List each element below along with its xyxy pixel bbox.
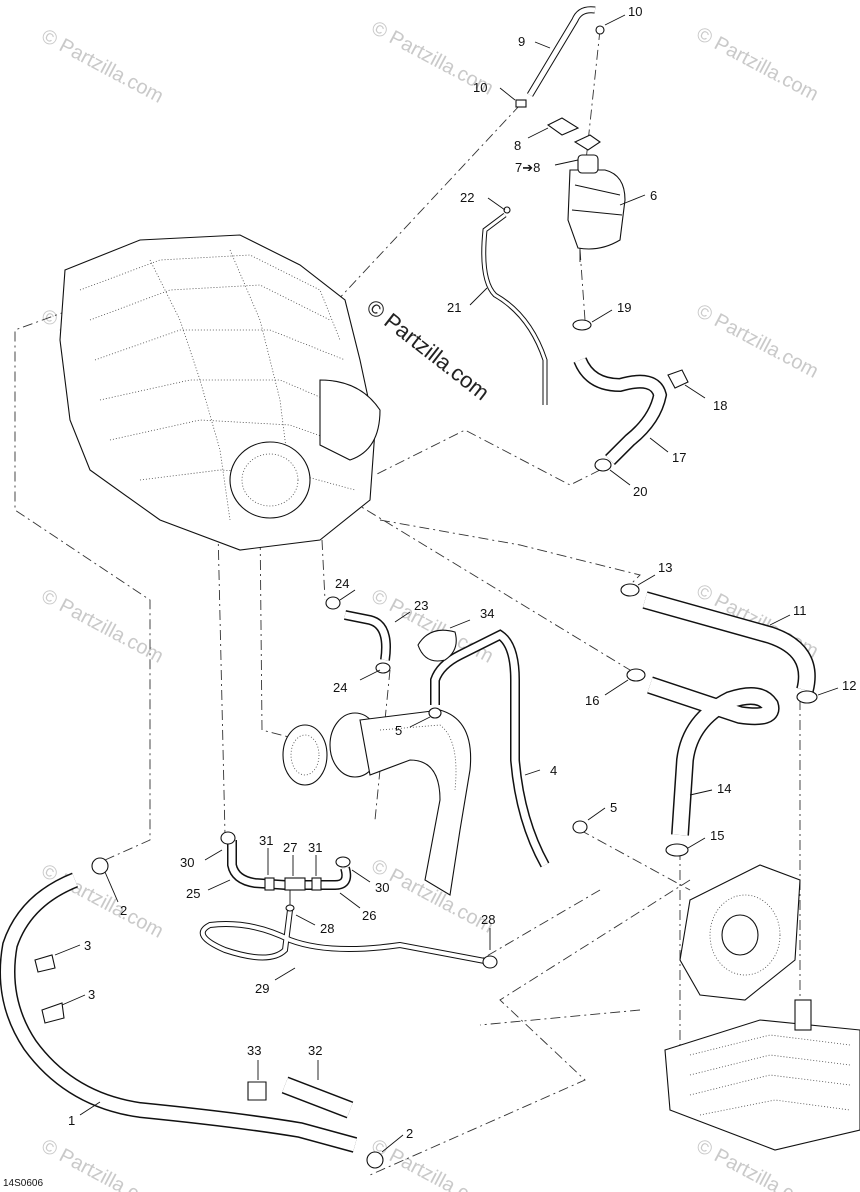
callout-23: 23	[414, 598, 428, 613]
callout-3: 3	[84, 938, 91, 953]
hose-11-inner	[642, 592, 815, 692]
callout-30: 30	[375, 880, 389, 895]
callout-8: 8	[514, 138, 521, 153]
callout-21: 21	[447, 300, 461, 315]
watermark: © Partzilla.com	[693, 23, 822, 106]
o-ring-34	[417, 629, 457, 662]
hose-1-inner	[1, 873, 357, 1152]
hose-23-inner	[344, 611, 390, 661]
sleeve-33	[247, 1081, 267, 1101]
hose-25-inner	[228, 840, 286, 889]
callout-15: 15	[710, 828, 724, 843]
callout-22: 22	[460, 190, 474, 205]
callout-12: 12	[842, 678, 856, 693]
hose-17-inner	[574, 357, 666, 464]
pump-assembly	[282, 709, 472, 896]
ride-plate	[664, 999, 860, 1151]
callout-17: 17	[672, 450, 686, 465]
callout-10: 10	[628, 4, 642, 19]
hose-4-inner	[431, 630, 549, 867]
callout-10: 10	[473, 80, 487, 95]
coolant-reservoir	[567, 154, 626, 262]
callout-5: 5	[610, 800, 617, 815]
jet-pump	[679, 864, 801, 1001]
callout-31: 31	[308, 840, 322, 855]
callout-31: 31	[259, 833, 273, 848]
callout-6: 6	[650, 188, 657, 203]
diagram-code: 14S0606	[3, 1178, 43, 1189]
hose-26-inner	[305, 867, 350, 889]
callout-18: 18	[713, 398, 727, 413]
engine-block	[59, 234, 381, 551]
center-watermark: © Partzilla.com	[362, 294, 494, 405]
vent-hose-9-inner	[527, 7, 596, 97]
watermark: © Partzilla.com	[693, 300, 822, 383]
overflow-hose-21-inner	[482, 213, 547, 405]
callout-28: 28	[481, 912, 495, 927]
leader-lines	[54, 14, 839, 1153]
callout-2: 2	[406, 1126, 413, 1141]
callout-4: 4	[550, 763, 557, 778]
callout-32: 32	[308, 1043, 322, 1058]
callout-5: 5	[395, 723, 402, 738]
callout-29: 29	[255, 981, 269, 996]
callout-24: 24	[335, 576, 349, 591]
callout-25: 25	[186, 886, 200, 901]
callout-27: 27	[283, 840, 297, 855]
tee-fitting-27	[284, 877, 306, 891]
callout-2: 2	[120, 903, 127, 918]
watermark: © Partzilla.com	[368, 1135, 497, 1192]
callout-30: 30	[180, 855, 194, 870]
callout-1: 1	[68, 1113, 75, 1128]
clamps	[91, 25, 818, 1169]
watermark: © Partzilla.com	[38, 585, 167, 668]
callout-33: 33	[247, 1043, 261, 1058]
watermark-layer: © Partzilla.com © Partzilla.com © Partzi…	[38, 17, 822, 1192]
callout-16: 16	[585, 693, 599, 708]
watermark: © Partzilla.com	[38, 25, 167, 108]
callout-labels: 10 9 10 8 7➔8 6 22 21 19 18 17 20 13 11 …	[68, 4, 856, 1141]
hose-29-inner	[200, 909, 491, 964]
callout-34: 34	[480, 606, 494, 621]
callout-20: 20	[633, 484, 647, 499]
callout-26: 26	[362, 908, 376, 923]
callout-13: 13	[658, 560, 672, 575]
hose-14-inner	[647, 677, 779, 836]
clip-3-lower	[41, 1002, 65, 1024]
callout-9: 9	[518, 34, 525, 49]
sleeve-32-inner	[282, 1077, 353, 1118]
reservoir-cap	[546, 117, 601, 151]
clip-3-upper	[34, 954, 56, 973]
callout-3: 3	[88, 987, 95, 1002]
callout-24: 24	[333, 680, 347, 695]
callout-14: 14	[717, 781, 731, 796]
watermark: © Partzilla.com	[38, 1135, 167, 1192]
callout-11: 11	[793, 603, 807, 618]
callout-28: 28	[320, 921, 334, 936]
callout-19: 19	[617, 300, 631, 315]
callout-7-to-8: 7➔8	[515, 160, 540, 175]
